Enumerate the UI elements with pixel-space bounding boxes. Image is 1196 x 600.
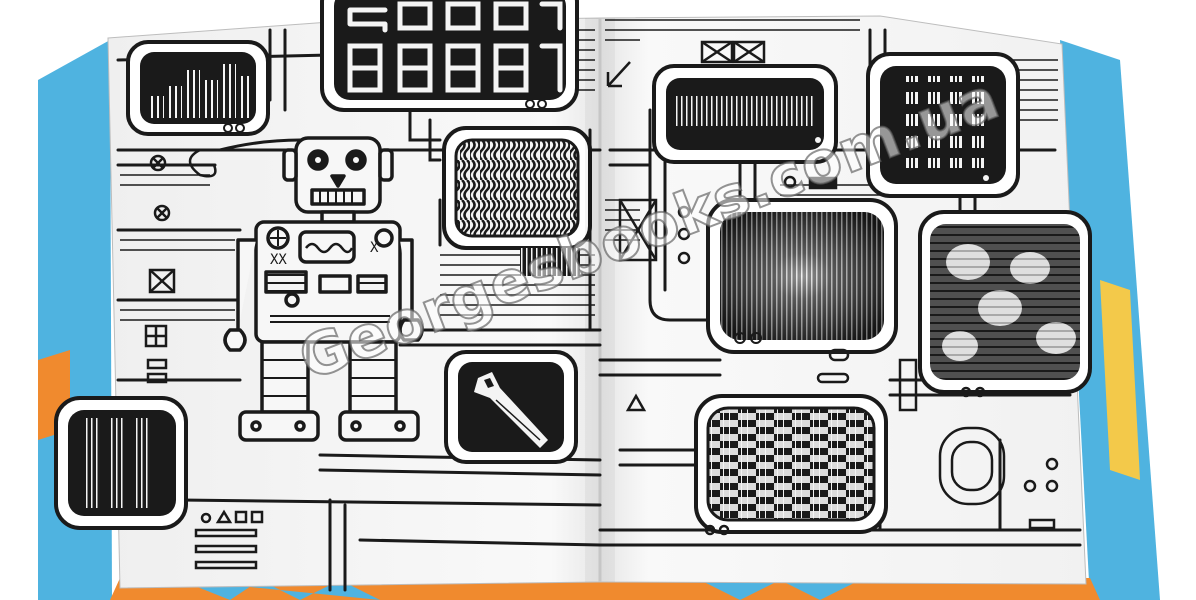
arrow-icon bbox=[606, 61, 631, 88]
svg-text:X: X bbox=[370, 240, 379, 256]
digital-counter-screen bbox=[320, 0, 579, 112]
left-widgets bbox=[144, 148, 264, 570]
wrench-icon bbox=[474, 372, 548, 448]
crossed-boxes-icon bbox=[700, 40, 766, 64]
blobs-screen bbox=[918, 210, 1092, 394]
equalizer-screen bbox=[126, 40, 270, 136]
horizontal-pattern-screen bbox=[652, 64, 838, 164]
wrench-screen bbox=[444, 350, 578, 464]
right-widgets bbox=[618, 175, 1059, 536]
robot-icon: XX X bbox=[223, 136, 424, 442]
tunnel-screen bbox=[706, 198, 898, 354]
crossed-box-icon bbox=[148, 268, 176, 294]
svg-text:XX: XX bbox=[270, 252, 287, 268]
grid-screen bbox=[866, 52, 1020, 198]
vertical-lines-screen bbox=[54, 396, 188, 530]
checker-screen bbox=[694, 394, 888, 534]
wavy-screen bbox=[442, 126, 592, 250]
